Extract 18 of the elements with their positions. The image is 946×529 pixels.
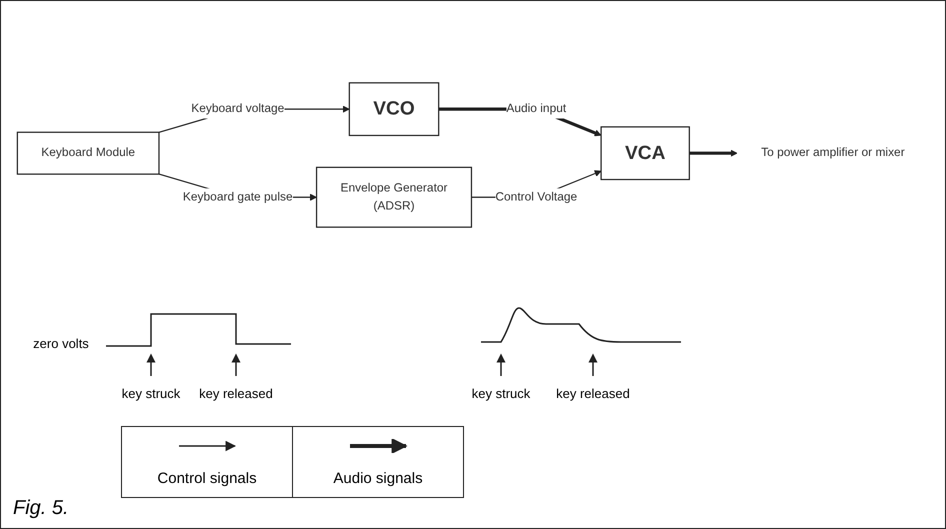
waveform-label: key struck	[470, 386, 532, 401]
edge-label: Audio input	[506, 102, 566, 116]
waveform-label: key released	[555, 386, 631, 401]
edge-label: Control Voltage	[495, 190, 578, 204]
node-box: VCO	[348, 82, 440, 136]
edge-label: Keyboard gate pulse	[182, 190, 293, 204]
waveform-label: key released	[198, 386, 274, 401]
node-box: Keyboard Module	[16, 132, 160, 175]
figure-caption: Fig. 5.	[13, 497, 69, 520]
arrow	[689, 150, 738, 157]
legend-text: Control signals	[156, 470, 258, 487]
node-text: To power amplifier or mixer	[761, 146, 905, 160]
node-box: VCA	[600, 126, 690, 180]
legend-text: Audio signals	[332, 470, 424, 487]
node-box: Envelope Generator (ADSR)	[316, 166, 472, 228]
edge-label: Keyboard voltage	[191, 102, 284, 116]
waveform-label: key struck	[120, 386, 182, 401]
waveform-label: zero volts	[32, 336, 90, 351]
